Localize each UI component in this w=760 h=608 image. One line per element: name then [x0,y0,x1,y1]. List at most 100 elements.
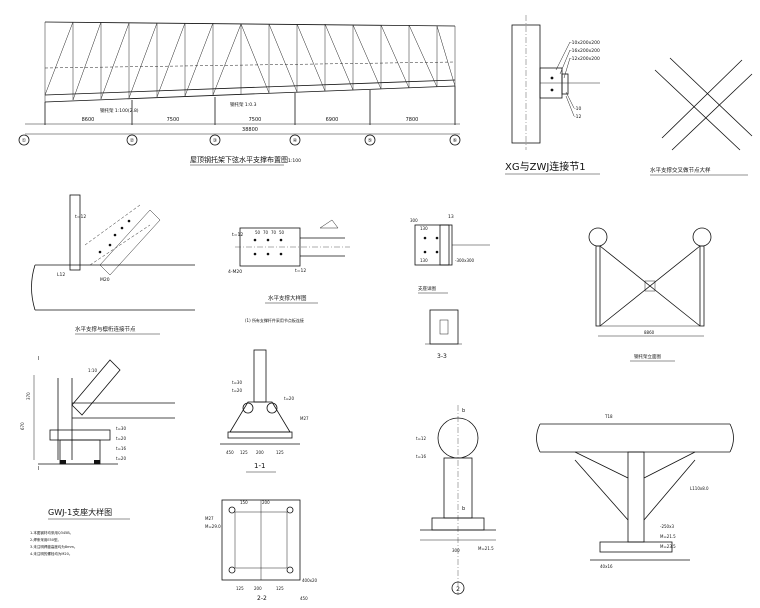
svg-text:t=16: t=16 [116,446,126,451]
svg-text:-10: -10 [574,106,581,112]
panel-a-caption: 水平支撑与檩桁连接节点 [75,325,136,333]
section-3-3-caption: 3-3 [437,353,447,360]
panel-f-detail: t=30 t=20 t=20 M27 450 125 200 125 1-1 [220,349,309,473]
svg-text:4-M20: 4-M20 [228,269,242,275]
panel-f-caption: 1-1 [254,462,265,470]
panel-e-note-3: 3.未注明焊缝高度均为8mm。 [30,544,77,549]
panel-g-detail: M27 M=29.0 125 200 125 450 400x20 150 20… [205,499,318,602]
elevation-caption: 屋顶钢托架下弦水平支撑布置图 [190,155,288,164]
elev-note-2: 钢托架 1:0.3 [230,101,257,108]
svg-text:50: 50 [255,230,261,235]
svg-text:200: 200 [254,586,262,591]
svg-text:b: b [462,506,465,512]
svg-text:50: 50 [279,230,285,235]
svg-text:M=29.0: M=29.0 [205,524,221,529]
panel-e-caption: GWJ-1支座大样图 [48,507,112,517]
svg-text:t=20: t=20 [116,456,126,461]
elevation-scale: 1:100 [288,158,301,164]
svg-text:200: 200 [262,500,270,505]
svg-text:125: 125 [236,586,244,591]
svg-text:L110x8.0: L110x8.0 [690,486,709,491]
svg-text:130: 130 [420,258,428,263]
svg-text:t=20: t=20 [232,388,242,393]
svg-text:L12: L12 [57,272,65,278]
svg-text:I: I [38,466,39,472]
panel-c-caption: 支座详图 [418,285,436,292]
panel-i-detail: T18 L110x8.0 -250x3 M=21.5 M=23.5 40x16 [536,414,734,569]
cross-detail-caption: 水平支撑交叉做节点大样 [650,166,711,174]
total-dim: 38800 [242,127,258,133]
svg-text:670: 670 [20,422,25,430]
panel-e-note-1: 1.本图钢材均采用Q345B。 [30,530,73,535]
svg-text:125: 125 [240,450,248,455]
svg-text:8860: 8860 [644,330,655,335]
cross-brace-detail: 水平支撑交叉做节点大样 [650,57,753,176]
svg-text:40x16: 40x16 [600,564,613,569]
svg-text:300: 300 [410,218,418,223]
panel-h-caption: 2 [456,586,460,593]
svg-text:b: b [462,408,465,414]
svg-text:130: 130 [420,226,428,231]
panel-b-note: (1) 所有支撑杆件采用节点板连接 [245,317,304,323]
xg-connection-detail: -10x200x200 -16x200x200 -12x200x200 -10 … [505,15,600,175]
panel-e-detail: I I 370 670 1:10 t=30 t=20 t=16 t=20 GWJ… [20,356,175,556]
svg-text:150: 150 [240,500,248,505]
svg-text:t=20: t=20 [284,396,294,401]
svg-text:-12x200x200: -12x200x200 [570,56,600,62]
svg-text:70: 70 [263,230,269,235]
panel-c-detail: 13 300 130 130 -300x300 支座详图 3-3 [410,214,490,360]
svg-text:t=12: t=12 [75,214,86,220]
svg-text:t=16: t=16 [416,454,426,459]
svg-text:-250x3: -250x3 [660,524,674,529]
svg-text:-16x200x200: -16x200x200 [570,48,600,54]
panel-a-detail: t=12 L12 M20 水平支撑与檩桁连接节点 [31,194,195,335]
svg-text:⑥: ⑥ [453,138,458,144]
svg-text:⑤: ⑤ [368,138,372,144]
svg-text:②: ② [130,138,135,144]
panel-b-caption: 水平支撑大样图 [268,294,307,302]
svg-text:M20: M20 [100,277,110,283]
svg-text:125: 125 [276,450,284,455]
svg-text:370: 370 [26,392,31,400]
svg-text:t=30: t=30 [232,380,242,385]
svg-text:450: 450 [226,450,234,455]
svg-text:1:10: 1:10 [88,368,97,373]
svg-text:M=21.5: M=21.5 [660,534,676,539]
svg-text:70: 70 [271,230,277,235]
dim-3: 7500 [249,117,262,123]
svg-text:t=20: t=20 [116,436,126,441]
svg-text:13: 13 [448,214,454,220]
svg-text:-300x300: -300x300 [455,258,475,263]
svg-text:400x20: 400x20 [302,578,318,583]
panel-e-note-4: 4.未注明的螺栓均为M20。 [30,551,72,556]
dim-4: 6900 [326,117,339,123]
svg-text:I: I [38,356,39,362]
truss-elevation: 8600 7500 7500 6900 7800 38800 钢托架 1:100… [18,21,461,166]
dim-5: 7800 [406,117,419,123]
svg-text:-12: -12 [574,114,581,120]
axis-bubbles: ① ② ③ ④ ⑤ ⑥ [18,134,461,146]
svg-text:t=30: t=30 [116,426,126,431]
panel-e-note-2: 2.焊条采用E50型。 [30,537,61,542]
dim-2: 7500 [167,117,180,123]
dim-1: 8600 [82,117,95,123]
panel-d-detail: 8860 钢托架立面图 [588,227,712,362]
svg-text:M=23.5: M=23.5 [660,544,676,549]
svg-text:t=12: t=12 [295,268,306,274]
elev-note-1: 钢托架 1:100(2.8) [100,107,139,114]
panel-h-detail: b b t=12 t=16 M=21.5 300 2 [416,405,496,595]
svg-text:t=12: t=12 [416,436,426,441]
svg-text:M27: M27 [205,516,214,521]
svg-text:t=12: t=12 [232,232,243,238]
svg-text:125: 125 [276,586,284,591]
panel-d-caption: 钢托架立面图 [634,353,661,360]
svg-text:T18: T18 [604,414,613,419]
svg-text:300: 300 [452,548,460,553]
svg-text:④: ④ [293,138,298,144]
svg-text:450: 450 [300,596,308,601]
svg-text:M27: M27 [300,416,309,421]
svg-text:①: ① [22,138,27,144]
svg-text:200: 200 [256,450,264,455]
panel-g-caption: 2-2 [257,595,267,602]
